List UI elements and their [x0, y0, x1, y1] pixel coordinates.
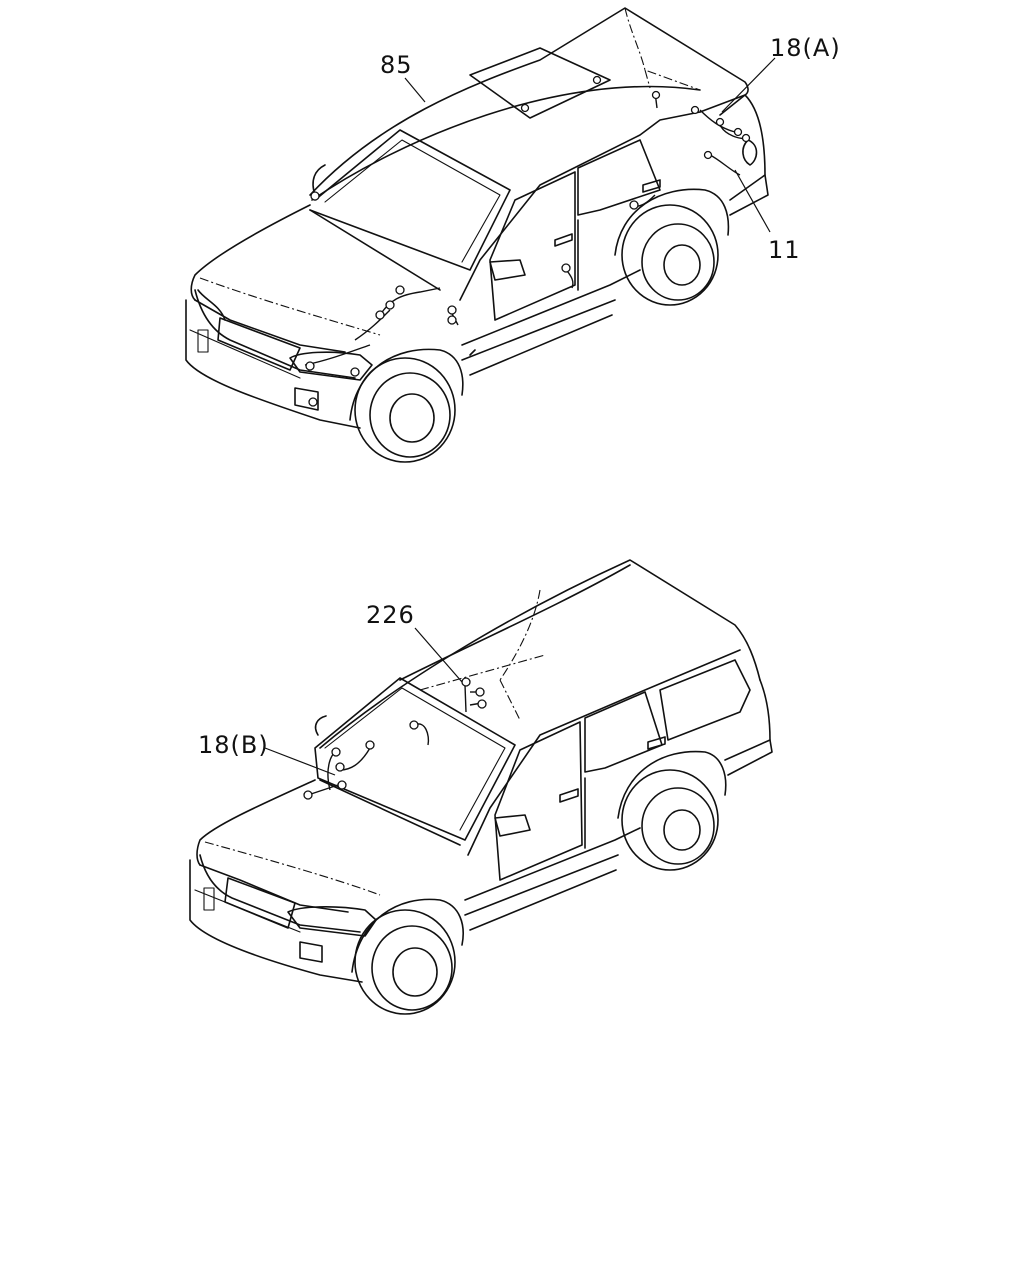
callout-85: 85: [380, 51, 413, 79]
leader-85: [404, 77, 426, 103]
connector-group-bottom: [303, 677, 487, 800]
leader-226: [414, 627, 463, 683]
callout-18B: 18(B): [198, 731, 269, 759]
leader-11: [734, 169, 771, 233]
callout-11: 11: [768, 236, 801, 264]
callout-226: 226: [366, 601, 415, 629]
leader-18A: [721, 57, 776, 113]
vehicle-bottom-view: 226 18(B): [189, 559, 773, 1015]
callout-18A: 18(A): [770, 34, 841, 62]
vehicle-top-view: 85 18(A) 11: [185, 7, 841, 463]
leader-18B: [264, 747, 336, 776]
connector-group-top: [305, 75, 751, 407]
